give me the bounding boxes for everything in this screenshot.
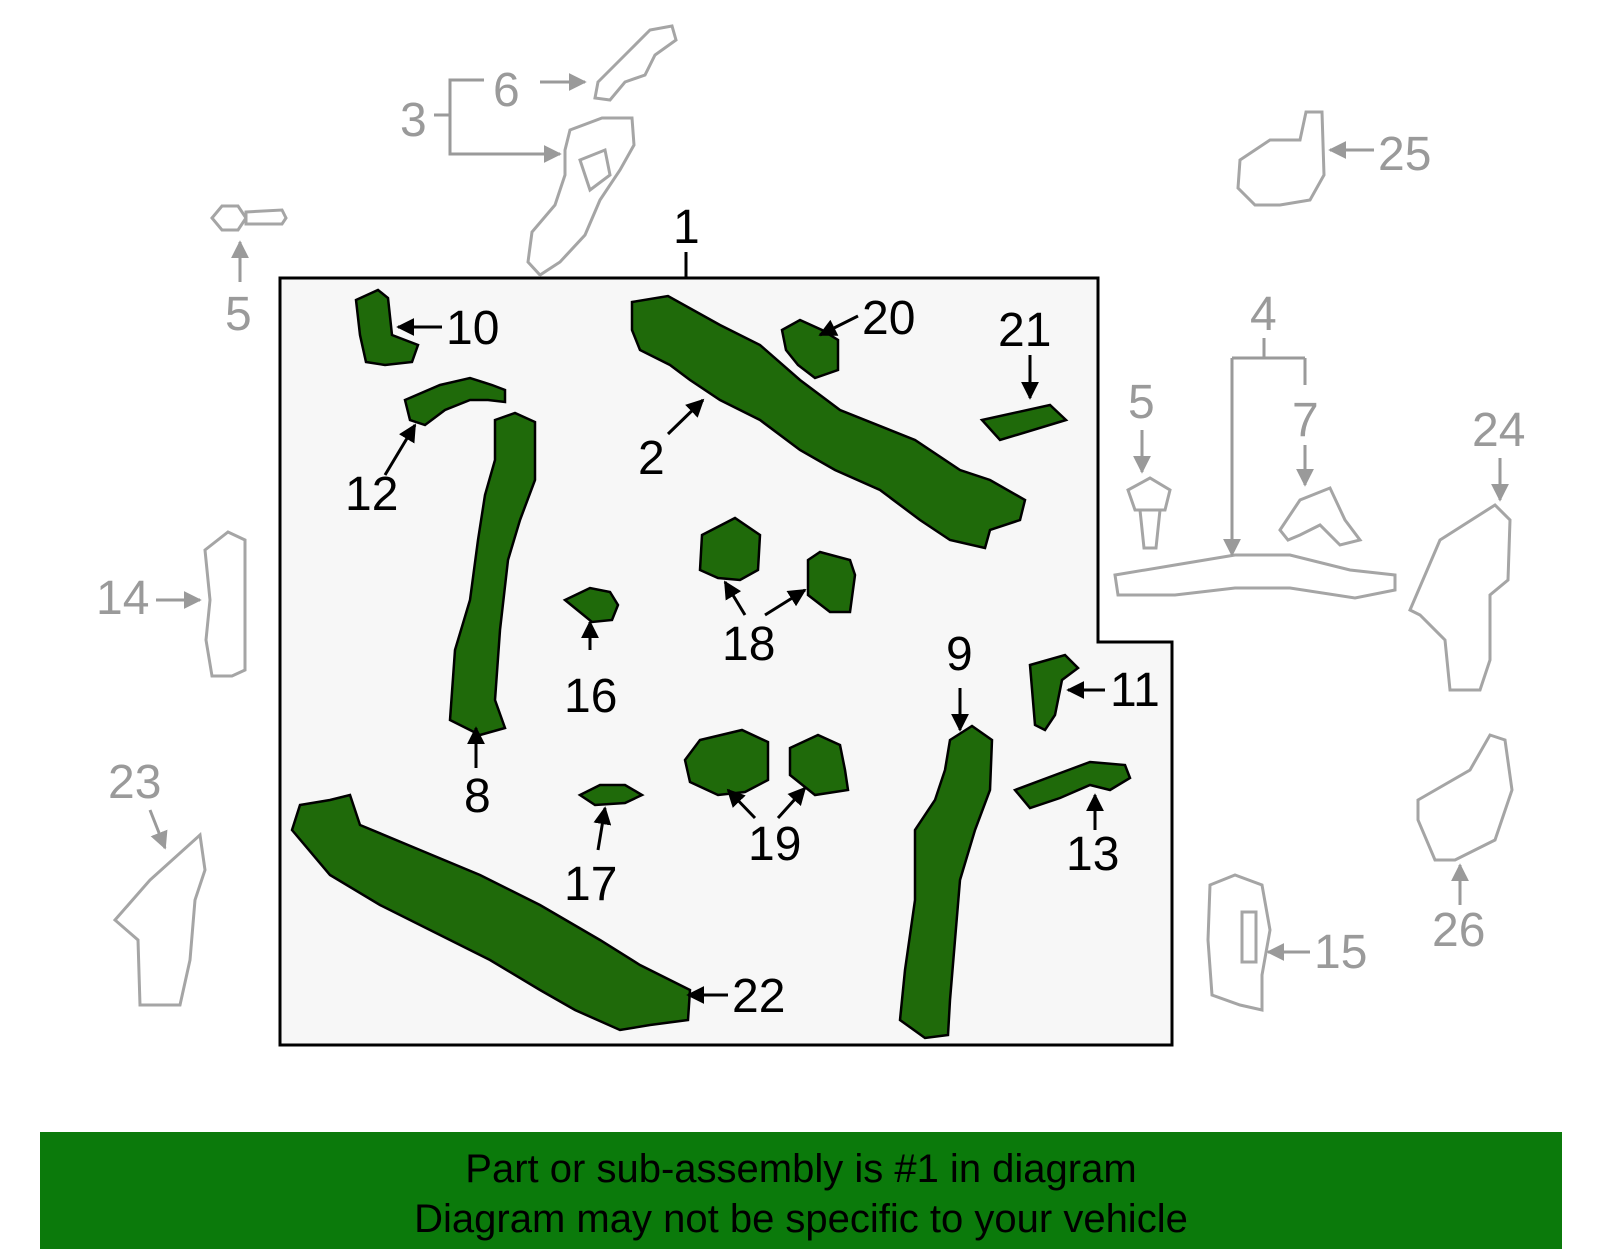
part-17-bracket[interactable] — [577, 783, 645, 807]
part-8-left-side-support[interactable] — [448, 411, 537, 737]
grey-leader-lines — [148, 73, 1509, 961]
part-18a-bracket[interactable] — [698, 516, 762, 582]
callout-17: 17 — [564, 858, 617, 911]
part-5-bolt-right[interactable] — [1126, 476, 1172, 550]
part-19a-bracket[interactable] — [683, 728, 770, 797]
part-2-upper-support[interactable] — [630, 294, 1027, 550]
callout-7: 7 — [1292, 394, 1319, 447]
callout-22: 22 — [732, 970, 785, 1023]
callout-5-right: 5 — [1128, 376, 1155, 429]
part-19b-bracket[interactable] — [788, 733, 850, 797]
notice-banner: Part or sub-assembly is #1 in diagram Di… — [40, 1132, 1562, 1249]
callout-8: 8 — [464, 770, 491, 823]
part-12-bracket[interactable] — [403, 376, 507, 427]
part-6-bracket[interactable] — [593, 24, 678, 102]
callout-11: 11 — [1110, 664, 1160, 717]
callout-4: 4 — [1250, 288, 1277, 341]
callout-23: 23 — [108, 756, 161, 809]
callout-13: 13 — [1066, 828, 1119, 881]
part-5-bolt-left[interactable] — [210, 204, 288, 232]
leader-lines — [383, 314, 1105, 1004]
callout-12: 12 — [345, 468, 398, 521]
part-10-bracket[interactable] — [354, 288, 420, 367]
part-11-bracket[interactable] — [1028, 653, 1080, 732]
callout-20: 20 — [862, 292, 915, 345]
callout-18: 18 — [722, 618, 775, 671]
callout-26: 26 — [1432, 904, 1485, 957]
callout-25: 25 — [1378, 128, 1431, 181]
part-23-apron[interactable] — [112, 832, 207, 1007]
callout-6: 6 — [493, 64, 520, 117]
callout-2: 2 — [638, 432, 665, 485]
part-25-bracket[interactable] — [1236, 110, 1326, 207]
part-13-bracket[interactable] — [1012, 760, 1132, 810]
part-21-plate[interactable] — [979, 403, 1069, 442]
banner-line-2: Diagram may not be specific to your vehi… — [414, 1197, 1188, 1241]
part-9-right-side-support[interactable] — [898, 724, 994, 1040]
callout-16: 16 — [564, 670, 617, 723]
banner-line-1: Part or sub-assembly is #1 in diagram — [465, 1147, 1137, 1191]
callout-21: 21 — [998, 304, 1051, 357]
part-18b-bracket[interactable] — [806, 550, 857, 614]
part-26-bracket[interactable] — [1416, 733, 1514, 862]
part-14-bracket[interactable] — [203, 530, 247, 678]
part-3-bracket[interactable] — [526, 116, 636, 277]
callout-1: 1 — [673, 201, 700, 254]
part-24-apron[interactable] — [1408, 503, 1512, 692]
callout-14: 14 — [96, 572, 149, 625]
callout-5-left: 5 — [225, 288, 252, 341]
callout-10: 10 — [446, 302, 499, 355]
part-7-bracket[interactable] — [1278, 486, 1363, 547]
callout-9: 9 — [946, 628, 973, 681]
callout-24: 24 — [1472, 404, 1525, 457]
callout-15: 15 — [1314, 926, 1367, 979]
callout-3: 3 — [400, 94, 427, 147]
part-4-crossmember[interactable] — [1113, 553, 1397, 600]
callout-19: 19 — [748, 818, 801, 871]
part-15-bracket[interactable] — [1206, 873, 1272, 1012]
